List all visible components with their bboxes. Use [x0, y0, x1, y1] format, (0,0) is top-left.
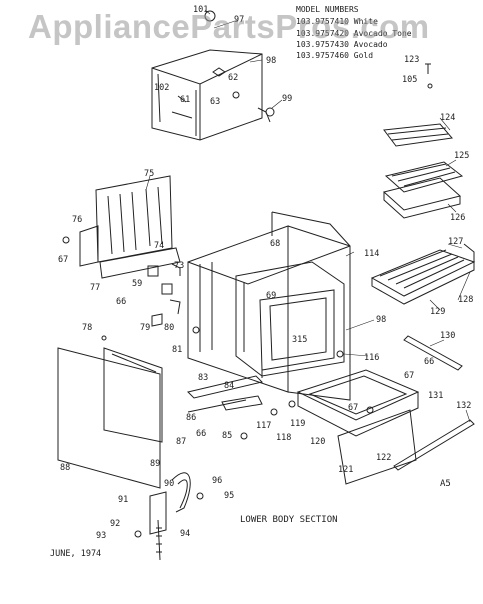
- callout: 315: [292, 335, 307, 345]
- callout: 128: [458, 295, 473, 305]
- broil-element: [383, 123, 453, 147]
- date-label: JUNE, 1974: [50, 549, 101, 559]
- callout: 129: [430, 307, 445, 317]
- callout: 92: [110, 519, 120, 529]
- callout: 66: [116, 297, 126, 307]
- section-label: LOWER BODY SECTION: [240, 515, 338, 525]
- callout: 73: [174, 261, 184, 271]
- callout: 125: [454, 151, 469, 161]
- callout: 121: [338, 465, 353, 475]
- callout: 98: [266, 56, 276, 66]
- callout: 119: [290, 419, 305, 429]
- callout: 87: [176, 437, 186, 447]
- callout: 81: [172, 345, 182, 355]
- callout: 126: [450, 213, 465, 223]
- callout: 67: [404, 371, 414, 381]
- callout: 99: [282, 94, 292, 104]
- callout: 95: [224, 491, 234, 501]
- callout: 114: [364, 249, 379, 259]
- callout: 123: [404, 55, 419, 65]
- callout: 132: [456, 401, 471, 411]
- model-line: 103.9757410 White: [296, 17, 378, 26]
- lower-trims: [187, 375, 296, 440]
- callout: 84: [224, 381, 234, 391]
- hinge-parts: [134, 472, 204, 561]
- model-line: 103.9757420 Avocado Tone: [296, 29, 412, 38]
- callout: 77: [90, 283, 100, 293]
- callout: 91: [118, 495, 128, 505]
- callout: 118: [276, 433, 291, 443]
- callout: 62: [228, 73, 238, 83]
- callout: 94: [180, 529, 190, 539]
- callout-labels: 101 97 98 102 62 61 63 99 123 105 124 12…: [58, 5, 473, 541]
- back-panel: [62, 175, 181, 279]
- callout: 76: [72, 215, 82, 225]
- model-line: 103.9757460 Gold: [296, 51, 373, 60]
- callout: 124: [440, 113, 455, 123]
- callout: 80: [164, 323, 174, 333]
- callout: 89: [150, 459, 160, 469]
- model-numbers-block: MODEL NUMBERS 103.9757410 White 103.9757…: [296, 5, 412, 60]
- callout: 66: [196, 429, 206, 439]
- drawer-trim-strips: [393, 335, 475, 471]
- callout: 96: [212, 476, 222, 486]
- callout: 120: [310, 437, 325, 447]
- callout: 61: [180, 95, 190, 105]
- storage-drawer: [296, 369, 420, 485]
- top-liner-box: [151, 10, 275, 141]
- callout: 130: [440, 331, 455, 341]
- model-title: MODEL NUMBERS: [296, 5, 359, 14]
- callout: 74: [154, 241, 164, 251]
- bracket-hardware: [147, 263, 181, 327]
- leader-lines: [145, 9, 471, 423]
- callout: 69: [266, 291, 276, 301]
- callout: 127: [448, 237, 463, 247]
- callout: 131: [428, 391, 443, 401]
- callout: 63: [210, 97, 220, 107]
- main-body-cabinet: [187, 211, 351, 401]
- callout: 90: [164, 479, 174, 489]
- callout: 116: [364, 353, 379, 363]
- callout: 88: [60, 463, 70, 473]
- callout: 59: [132, 279, 142, 289]
- callout: 75: [144, 169, 154, 179]
- callout: 105: [402, 75, 417, 85]
- side-panel: [57, 335, 163, 489]
- callout: 93: [96, 531, 106, 541]
- callout: 122: [376, 453, 391, 463]
- callout: 83: [198, 373, 208, 383]
- callout: 101: [193, 5, 208, 15]
- callout: 117: [256, 421, 271, 431]
- broiler-pan: [382, 161, 464, 219]
- callout: 102: [154, 83, 169, 93]
- callout: 97: [234, 15, 244, 25]
- callout: 67: [348, 403, 358, 413]
- callout: 67: [58, 255, 68, 265]
- oven-liner: [235, 261, 345, 378]
- callout: 98: [376, 315, 386, 325]
- callout: 86: [186, 413, 196, 423]
- model-line: 103.9757430 Avocado: [296, 40, 388, 49]
- page-code: A5: [440, 479, 451, 489]
- callout: 66: [424, 357, 434, 367]
- oven-rack: [370, 243, 476, 305]
- callout: 68: [270, 239, 280, 249]
- small-clip-parts: [425, 63, 433, 89]
- callout: 78: [82, 323, 92, 333]
- callout: 79: [140, 323, 150, 333]
- callout: 85: [222, 431, 232, 441]
